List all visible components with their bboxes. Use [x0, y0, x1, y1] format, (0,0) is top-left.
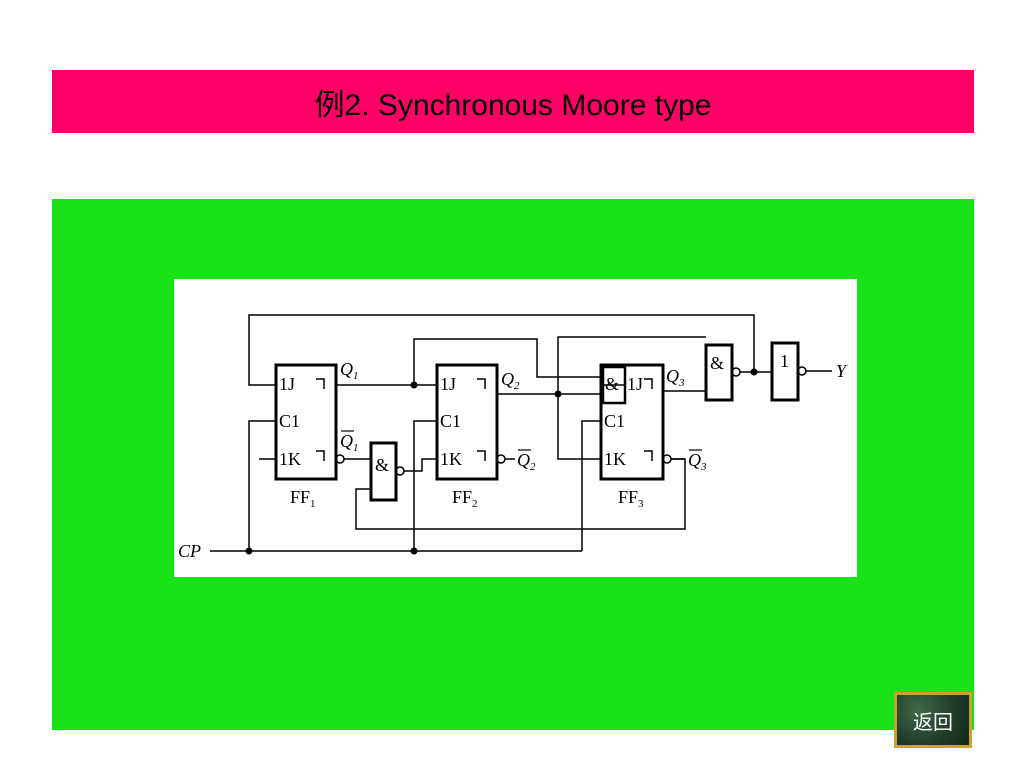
- ff1-q-mark: [316, 378, 325, 389]
- slide-title: 例2. Synchronous Moore type: [314, 88, 712, 122]
- ff1-qbar-mark: [316, 450, 325, 461]
- junction-clock-ff1: [245, 547, 253, 555]
- junction-q1: [410, 381, 418, 389]
- junction-q2: [554, 390, 562, 398]
- clock-label: CP: [178, 541, 201, 561]
- or-gate-symbol: 1: [780, 351, 789, 371]
- and-gate-2-symbol: &: [710, 353, 724, 373]
- and1-to-ff2-k-wire: [404, 458, 437, 472]
- circuit-svg: 1J C1 1K 1J C1 1K 1J C1 1K Q1 Q2 Q3 Q1 Q…: [178, 314, 848, 561]
- q1-label: Q1: [340, 359, 359, 382]
- back-button-label: 返回: [913, 709, 953, 734]
- q2-to-ff3-k-wire: [557, 394, 601, 460]
- junctions: [245, 368, 758, 555]
- circuit-diagram: 1J C1 1K 1J C1 1K 1J C1 1K Q1 Q2 Q3 Q1 Q…: [174, 279, 857, 577]
- q2-to-and3-wire: [557, 336, 706, 394]
- junction-or-in: [750, 368, 758, 376]
- ff2-clock-wire: [413, 420, 437, 551]
- ff2-k-label: 1K: [440, 449, 462, 469]
- ff3-c-label: C1: [604, 411, 625, 431]
- ff1-name-label: FF1: [290, 487, 316, 510]
- overbars: [341, 430, 702, 451]
- ff2-q-mark: [477, 378, 486, 389]
- ff2-j-label: 1J: [440, 374, 456, 394]
- ff2-qbar-mark: [477, 450, 486, 461]
- and-gate-1-symbol: &: [375, 455, 389, 475]
- output-label: Y: [836, 361, 848, 381]
- ff2-c-label: C1: [440, 411, 461, 431]
- ff2-body: [435, 363, 499, 481]
- ff2-name-label: FF2: [452, 487, 478, 510]
- back-button[interactable]: 返回: [894, 692, 972, 748]
- ff3-body: [599, 363, 665, 481]
- ff1-j-label: 1J: [279, 374, 295, 394]
- title-bar: 例2. Synchronous Moore type: [52, 70, 974, 133]
- ff1-clock-wire: [248, 420, 276, 551]
- junction-clock-ff2: [410, 547, 418, 555]
- ff3-clock-wire: [581, 420, 601, 551]
- ff3-k-label: 1K: [604, 449, 626, 469]
- ff1-j-feedback-wire: [248, 314, 755, 386]
- ff3-j-label: 1J: [627, 374, 643, 394]
- q2-label: Q2: [501, 369, 520, 392]
- q1-to-and2-wire: [413, 338, 603, 385]
- and-gate-ff3-symbol: &: [605, 374, 619, 394]
- q2bar-label: Q2: [517, 450, 536, 473]
- ff1-k-label: 1K: [279, 449, 301, 469]
- ff3-qbar-mark: [644, 450, 653, 461]
- q3-label: Q3: [666, 366, 685, 389]
- ff3-q-mark: [644, 378, 653, 389]
- ff1-body: [274, 363, 338, 481]
- ff1-c-label: C1: [279, 411, 300, 431]
- ff3-name-label: FF3: [618, 487, 644, 510]
- q1bar-label: Q1: [340, 431, 359, 454]
- q3bar-label: Q3: [688, 450, 707, 473]
